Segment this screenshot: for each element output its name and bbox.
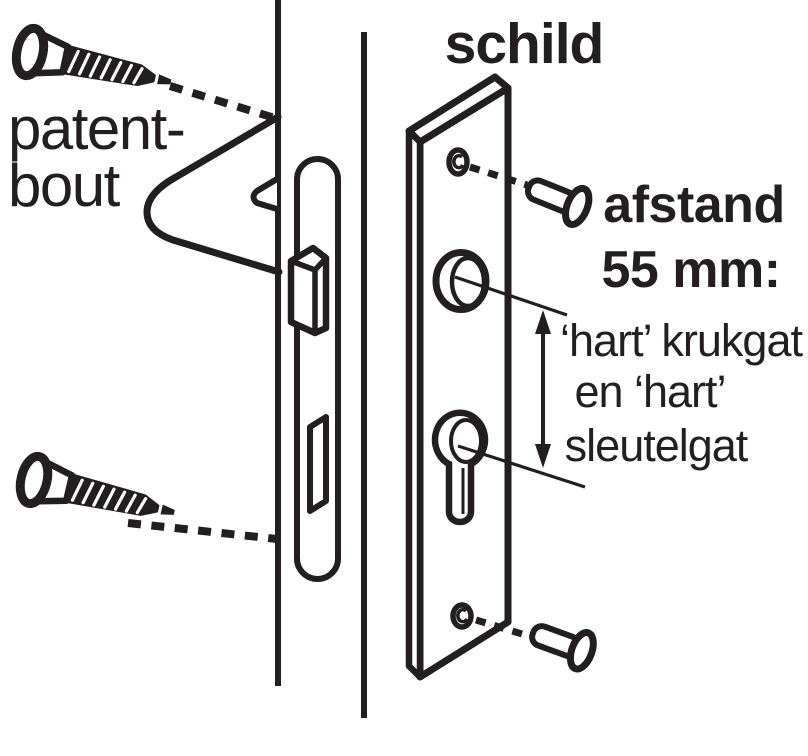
sleeve-nut-bottom-icon	[529, 623, 597, 673]
lock-case-outline	[143, 113, 283, 276]
screw-hole-bottom-detail	[456, 607, 469, 624]
lock-case-icon	[143, 113, 283, 276]
sleutelgat-hole-inner	[449, 418, 483, 464]
deadbolt-slot	[307, 414, 329, 514]
dimension-callout	[454, 275, 586, 489]
dash-top-right	[468, 163, 529, 189]
schild-title: schild	[445, 12, 604, 76]
hart-note-line3: sleutelgat	[565, 420, 749, 471]
callout-line-krukgat	[454, 275, 568, 317]
hart-note-line2: en ‘hart’	[574, 366, 725, 417]
afstand-label-line2: 55 mm:	[601, 241, 780, 299]
shield-holes	[431, 147, 490, 630]
shield-plate	[405, 73, 512, 681]
latch-bolt-icon	[287, 244, 330, 337]
latch-bolt-edges	[288, 255, 329, 336]
lock-case-pennant	[250, 176, 280, 212]
dash-bottom-right	[474, 616, 534, 641]
lock-faceplate	[294, 156, 341, 582]
dash-top-left	[168, 82, 280, 123]
shield-left-edge	[405, 127, 424, 681]
krukgat-hole-inner	[449, 255, 487, 309]
patentbout-label-line1: patent-	[8, 95, 184, 162]
dimension-arrow-head-top	[535, 310, 551, 334]
screw-hole-top	[446, 147, 470, 177]
callout-line-sleutelgat	[457, 444, 586, 489]
patentbout-label-line2: bout	[8, 152, 121, 219]
dash-bottom-left	[127, 519, 278, 543]
hart-note-line1: ‘hart’ krukgat	[560, 315, 803, 366]
sleeve-nut-top-icon	[524, 177, 593, 228]
alignment-dashes	[127, 82, 534, 641]
patent-bolt-screw-bottom-icon	[15, 451, 175, 516]
text-labels: patent- bout schild afstand 55 mm: ‘hart…	[8, 12, 804, 471]
sleutelgat-hole	[431, 409, 489, 526]
screw-hole-top-detail	[452, 153, 465, 170]
afstand-label-line1: afstand	[603, 176, 784, 234]
patent-bolt-screw-top-icon	[11, 23, 172, 87]
dimension-arrow-head-bottom	[535, 444, 551, 468]
